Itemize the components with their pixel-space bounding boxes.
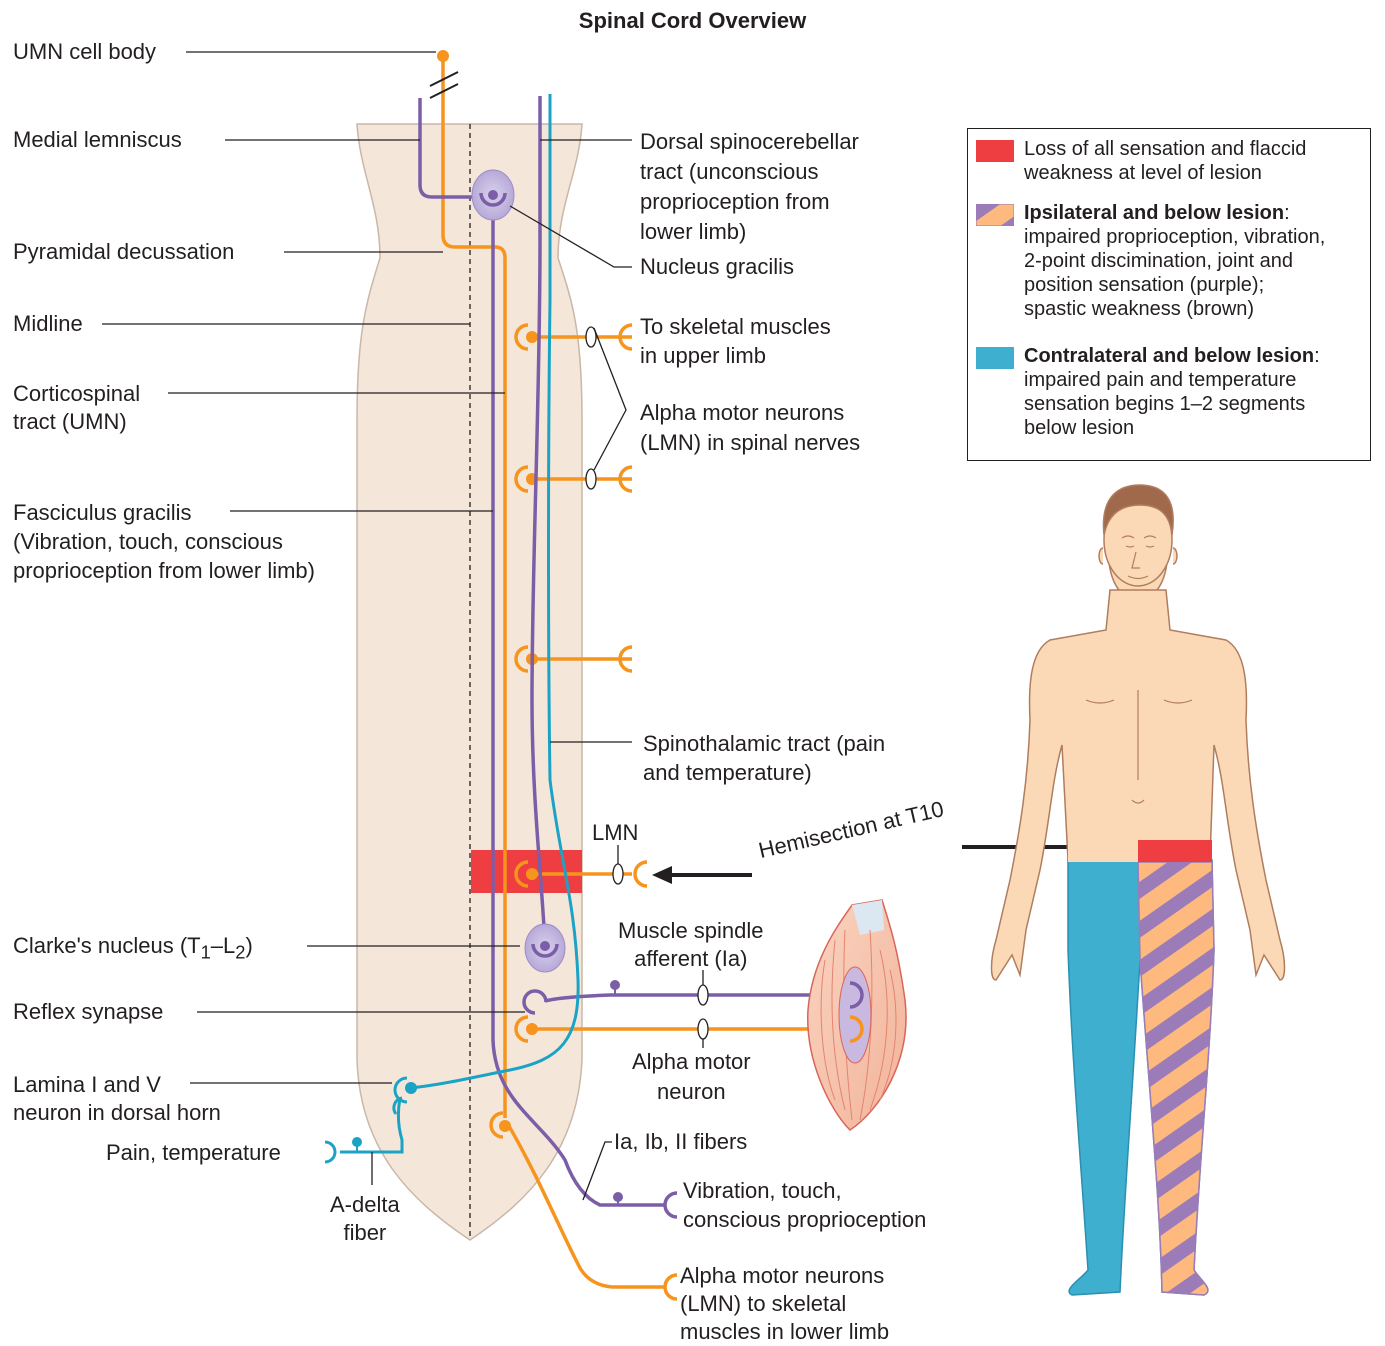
alpha-spinal-line-2: (LMN) in spinal nerves	[640, 428, 860, 458]
diagram-title: Spinal Cord Overview	[0, 8, 1385, 34]
label-pyramidal-decussation: Pyramidal decussation	[13, 239, 234, 265]
amn-line-2: neuron	[632, 1077, 751, 1107]
human-figure	[992, 485, 1285, 1295]
legend-swatch-red	[976, 140, 1014, 162]
label-alpha-motor-neuron: Alpha motor neuron	[632, 1047, 751, 1107]
alpha-lower-line-3: muscles in lower limb	[680, 1318, 889, 1346]
label-alpha-spinal: Alpha motor neurons (LMN) in spinal nerv…	[640, 398, 860, 458]
label-fibers: Ia, Ib, II fibers	[614, 1129, 747, 1155]
legend-blue-line-3: below lesion	[1024, 416, 1364, 440]
dsct-line-2: tract (unconscious	[640, 157, 859, 187]
label-alpha-lower: Alpha motor neurons (LMN) to skeletal mu…	[680, 1262, 889, 1346]
dsct-line-3: proprioception from	[640, 187, 859, 217]
legend-text-red: Loss of all sensation and flaccid weakne…	[1024, 137, 1364, 185]
stt-line-2: and temperature)	[643, 758, 885, 787]
legend-text-striped: Ipsilateral and below lesion: impaired p…	[1024, 201, 1364, 321]
legend-swatch-blue	[976, 347, 1014, 369]
legend-striped-colon: :	[1284, 202, 1290, 224]
label-muscle-spindle: Muscle spindle afferent (Ia)	[618, 917, 764, 973]
corticospinal-line-2: tract (UMN)	[13, 408, 140, 436]
label-umn-cell-body: UMN cell body	[13, 39, 156, 65]
legend-red-line-1: Loss of all sensation and flaccid	[1024, 137, 1364, 161]
alpha-lower-line-1: Alpha motor neurons	[680, 1262, 889, 1290]
upper-line-1: To skeletal muscles	[640, 312, 831, 341]
legend-striped-line-1: impaired proprioception, vibration,	[1024, 225, 1364, 249]
legend-blue-line-2: sensation begins 1–2 segments	[1024, 392, 1364, 416]
vibration-line-1: Vibration, touch,	[683, 1176, 926, 1205]
legend-striped-line-2: 2-point discimination, joint and	[1024, 249, 1364, 273]
clarkes-text-3: )	[245, 933, 252, 958]
label-nucleus-gracilis: Nucleus gracilis	[640, 254, 794, 280]
label-medial-lemniscus: Medial lemniscus	[13, 127, 182, 153]
alpha-lower-line-2: (LMN) to skeletal	[680, 1290, 889, 1318]
corticospinal-line-1: Corticospinal	[13, 380, 140, 408]
fasciculus-line-3: proprioception from lower limb)	[13, 556, 315, 585]
spindle-line-1: Muscle spindle	[618, 917, 764, 945]
upper-line-2: in upper limb	[640, 341, 831, 370]
clarkes-sub-1: 1	[201, 941, 211, 962]
legend-blue-colon: :	[1314, 345, 1320, 367]
label-lmn: LMN	[592, 820, 638, 846]
clarkes-text-1: Clarke's nucleus (T	[13, 933, 201, 958]
dsct-line-4: lower limb)	[640, 217, 859, 247]
label-corticospinal: Corticospinal tract (UMN)	[13, 380, 140, 436]
clarkes-text-2: –L	[211, 933, 235, 958]
amn-line-1: Alpha motor	[632, 1047, 751, 1077]
legend: Loss of all sensation and flaccid weakne…	[967, 128, 1371, 461]
label-vibration: Vibration, touch, conscious propriocepti…	[683, 1176, 926, 1234]
legend-striped-heading: Ipsilateral and below lesion	[1024, 202, 1284, 224]
legend-swatch-striped	[976, 204, 1014, 226]
legend-text-blue: Contralateral and below lesion: impaired…	[1024, 344, 1364, 440]
spindle-line-2: afferent (Ia)	[618, 945, 764, 973]
arrow-icons	[652, 838, 1138, 884]
legend-red-line-2: weakness at level of lesion	[1024, 161, 1364, 185]
fasciculus-line-1: Fasciculus gracilis	[13, 498, 315, 527]
label-clarkes-nucleus: Clarke's nucleus (T1–L2)	[13, 933, 253, 965]
stt-line-1: Spinothalamic tract (pain	[643, 729, 885, 758]
clarkes-sub-2: 2	[235, 941, 245, 962]
legend-striped-line-4: spastic weakness (brown)	[1024, 297, 1364, 321]
alpha-spinal-line-1: Alpha motor neurons	[640, 398, 860, 428]
vibration-line-2: conscious proprioception	[683, 1205, 926, 1234]
a-delta-line-1: A-delta	[330, 1191, 400, 1219]
label-midline: Midline	[13, 311, 83, 337]
label-a-delta: A-delta fiber	[330, 1191, 400, 1247]
dsct-line-1: Dorsal spinocerebellar	[640, 127, 859, 157]
label-spinothalamic: Spinothalamic tract (pain and temperatur…	[643, 729, 885, 787]
label-reflex-synapse: Reflex synapse	[13, 999, 163, 1025]
a-delta-line-2: fiber	[330, 1219, 400, 1247]
legend-striped-line-3: position sensation (purple);	[1024, 273, 1364, 297]
legend-blue-line-1: impaired pain and temperature	[1024, 368, 1364, 392]
lamina-line-1: Lamina I and V	[13, 1071, 221, 1099]
lamina-line-2: neuron in dorsal horn	[13, 1099, 221, 1127]
label-lamina: Lamina I and V neuron in dorsal horn	[13, 1071, 221, 1127]
legend-blue-heading: Contralateral and below lesion	[1024, 345, 1314, 367]
muscle-illustration	[808, 900, 906, 1130]
label-pain-temperature: Pain, temperature	[106, 1140, 281, 1166]
label-skeletal-upper: To skeletal muscles in upper limb	[640, 312, 831, 370]
fasciculus-line-2: (Vibration, touch, conscious	[13, 527, 315, 556]
label-dorsal-spinocerebellar: Dorsal spinocerebellar tract (unconsciou…	[640, 127, 859, 247]
label-fasciculus-gracilis: Fasciculus gracilis (Vibration, touch, c…	[13, 498, 315, 585]
